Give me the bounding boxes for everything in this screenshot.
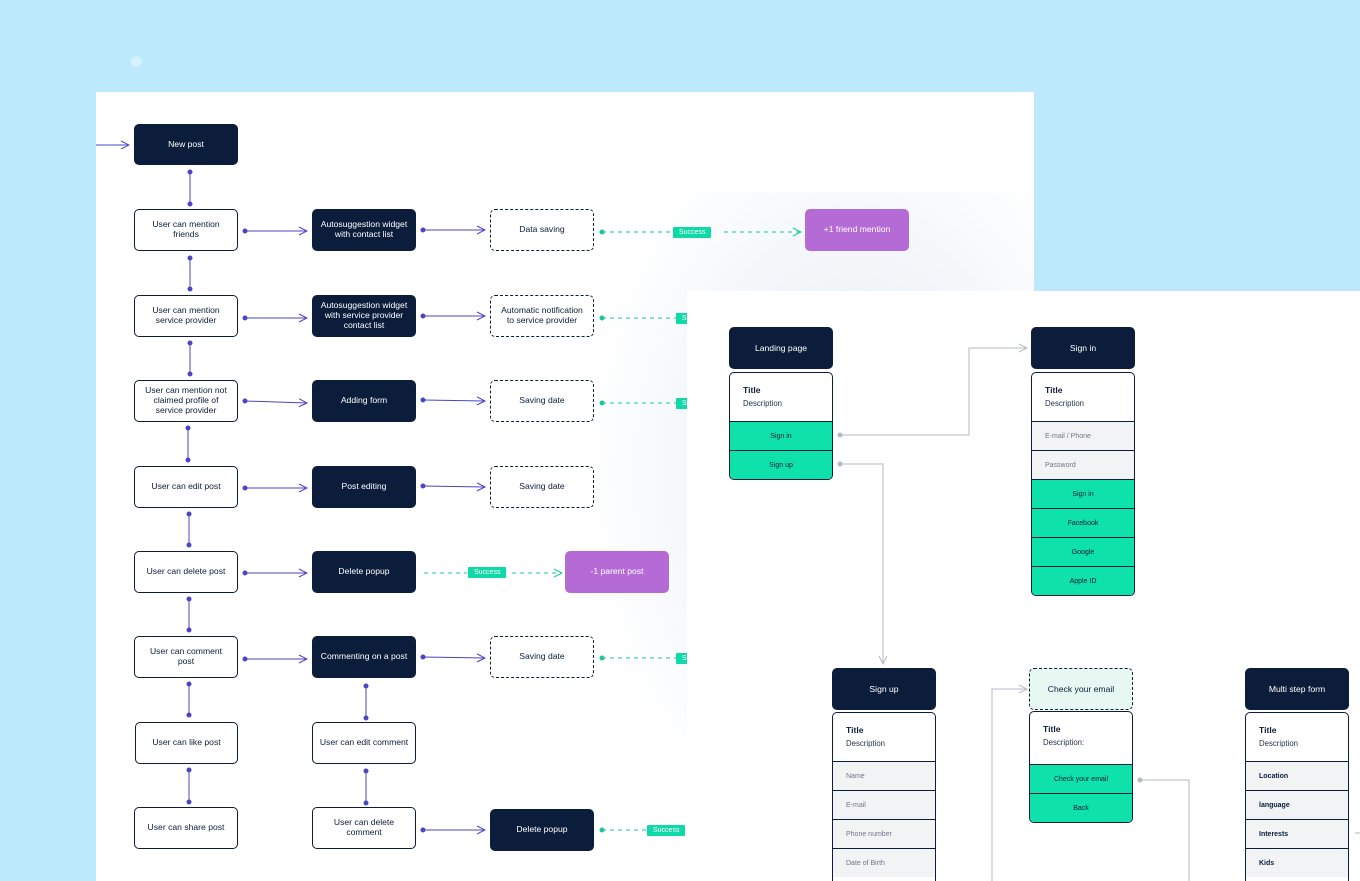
node-action-comment-post[interactable]: User can comment post [134,636,238,678]
success-badge: Success [673,227,712,238]
node-delete-popup-comment[interactable]: Delete popup [490,809,594,851]
node-widget-contact-list[interactable]: Autosuggestion widget with contact list [312,209,416,251]
node-new-post[interactable]: New post [134,124,238,165]
google-button[interactable]: Google [1032,537,1134,566]
node-adding-form[interactable]: Adding form [312,380,416,422]
landing-sign-up-button[interactable]: Sign up [730,450,832,479]
node-saving-date[interactable]: Saving date [490,636,594,678]
language-item[interactable]: language [1246,790,1348,819]
date-of-birth-field[interactable]: Date of Birth [833,848,935,877]
card-description: Description [846,739,885,748]
node-result-friend-mention[interactable]: +1 friend mention [805,209,909,251]
check-email-header[interactable]: Check your email [1029,668,1133,710]
node-action-mention-friends[interactable]: User can mention friends [134,209,238,251]
email-phone-field[interactable]: E-mail / Phone [1032,421,1134,450]
sign-up-header[interactable]: Sign up [832,668,936,710]
facebook-button[interactable]: Facebook [1032,508,1134,537]
card-title: Title [1259,725,1277,735]
node-saving-date[interactable]: Saving date [490,380,594,422]
card-description: Description [743,399,782,408]
success-badge: Success [647,825,686,836]
email-field[interactable]: E-mail [833,790,935,819]
node-auto-notification[interactable]: Automatic notification to service provid… [490,295,594,337]
node-saving-date[interactable]: Saving date [490,466,594,508]
node-delete-comment[interactable]: User can delete comment [312,807,416,849]
node-action-like-post[interactable]: User can like post [135,722,238,764]
card-title: Title [846,725,864,735]
node-edit-comment[interactable]: User can edit comment [312,722,416,764]
node-data-saving[interactable]: Data saving [490,209,594,251]
name-field[interactable]: Name [833,761,935,790]
decor-dot [131,56,142,67]
card-title: Title [1043,724,1061,734]
node-post-editing[interactable]: Post editing [312,466,416,508]
node-action-delete-post[interactable]: User can delete post [134,551,238,593]
kids-item[interactable]: Kids [1246,848,1348,877]
card-description: Description [1045,399,1084,408]
node-delete-popup[interactable]: Delete popup [312,551,416,593]
node-action-mention-unclaimed[interactable]: User can mention not claimed profile of … [134,380,238,422]
check-email-button[interactable]: Check your email [1030,764,1132,793]
node-action-mention-provider[interactable]: User can mention service provider [134,295,238,337]
sign-in-button[interactable]: Sign in [1032,479,1134,508]
sign-in-header[interactable]: Sign in [1031,327,1135,369]
password-field[interactable]: Password [1032,450,1134,479]
card-title: Title [1045,385,1063,395]
success-badge: Success [468,567,507,578]
node-result-parent-post[interactable]: -1 parent post [565,551,669,593]
node-widget-provider-list[interactable]: Autosuggestion widget with service provi… [312,295,416,337]
card-description: Description [1259,739,1298,748]
card-title: Title [743,385,761,395]
node-action-edit-post[interactable]: User can edit post [134,466,238,508]
interests-item[interactable]: Interests [1246,819,1348,848]
back-button[interactable]: Back [1030,793,1132,822]
card-description: Description: [1043,738,1085,747]
node-action-share-post[interactable]: User can share post [134,807,238,849]
node-commenting[interactable]: Commenting on a post [312,636,416,678]
phone-number-field[interactable]: Phone number [833,819,935,848]
apple-id-button[interactable]: Apple ID [1032,566,1134,595]
multi-step-form-header[interactable]: Multi step form [1245,668,1349,710]
location-item[interactable]: Location [1246,761,1348,790]
landing-sign-in-button[interactable]: Sign in [730,421,832,450]
landing-page-header[interactable]: Landing page [729,327,833,369]
